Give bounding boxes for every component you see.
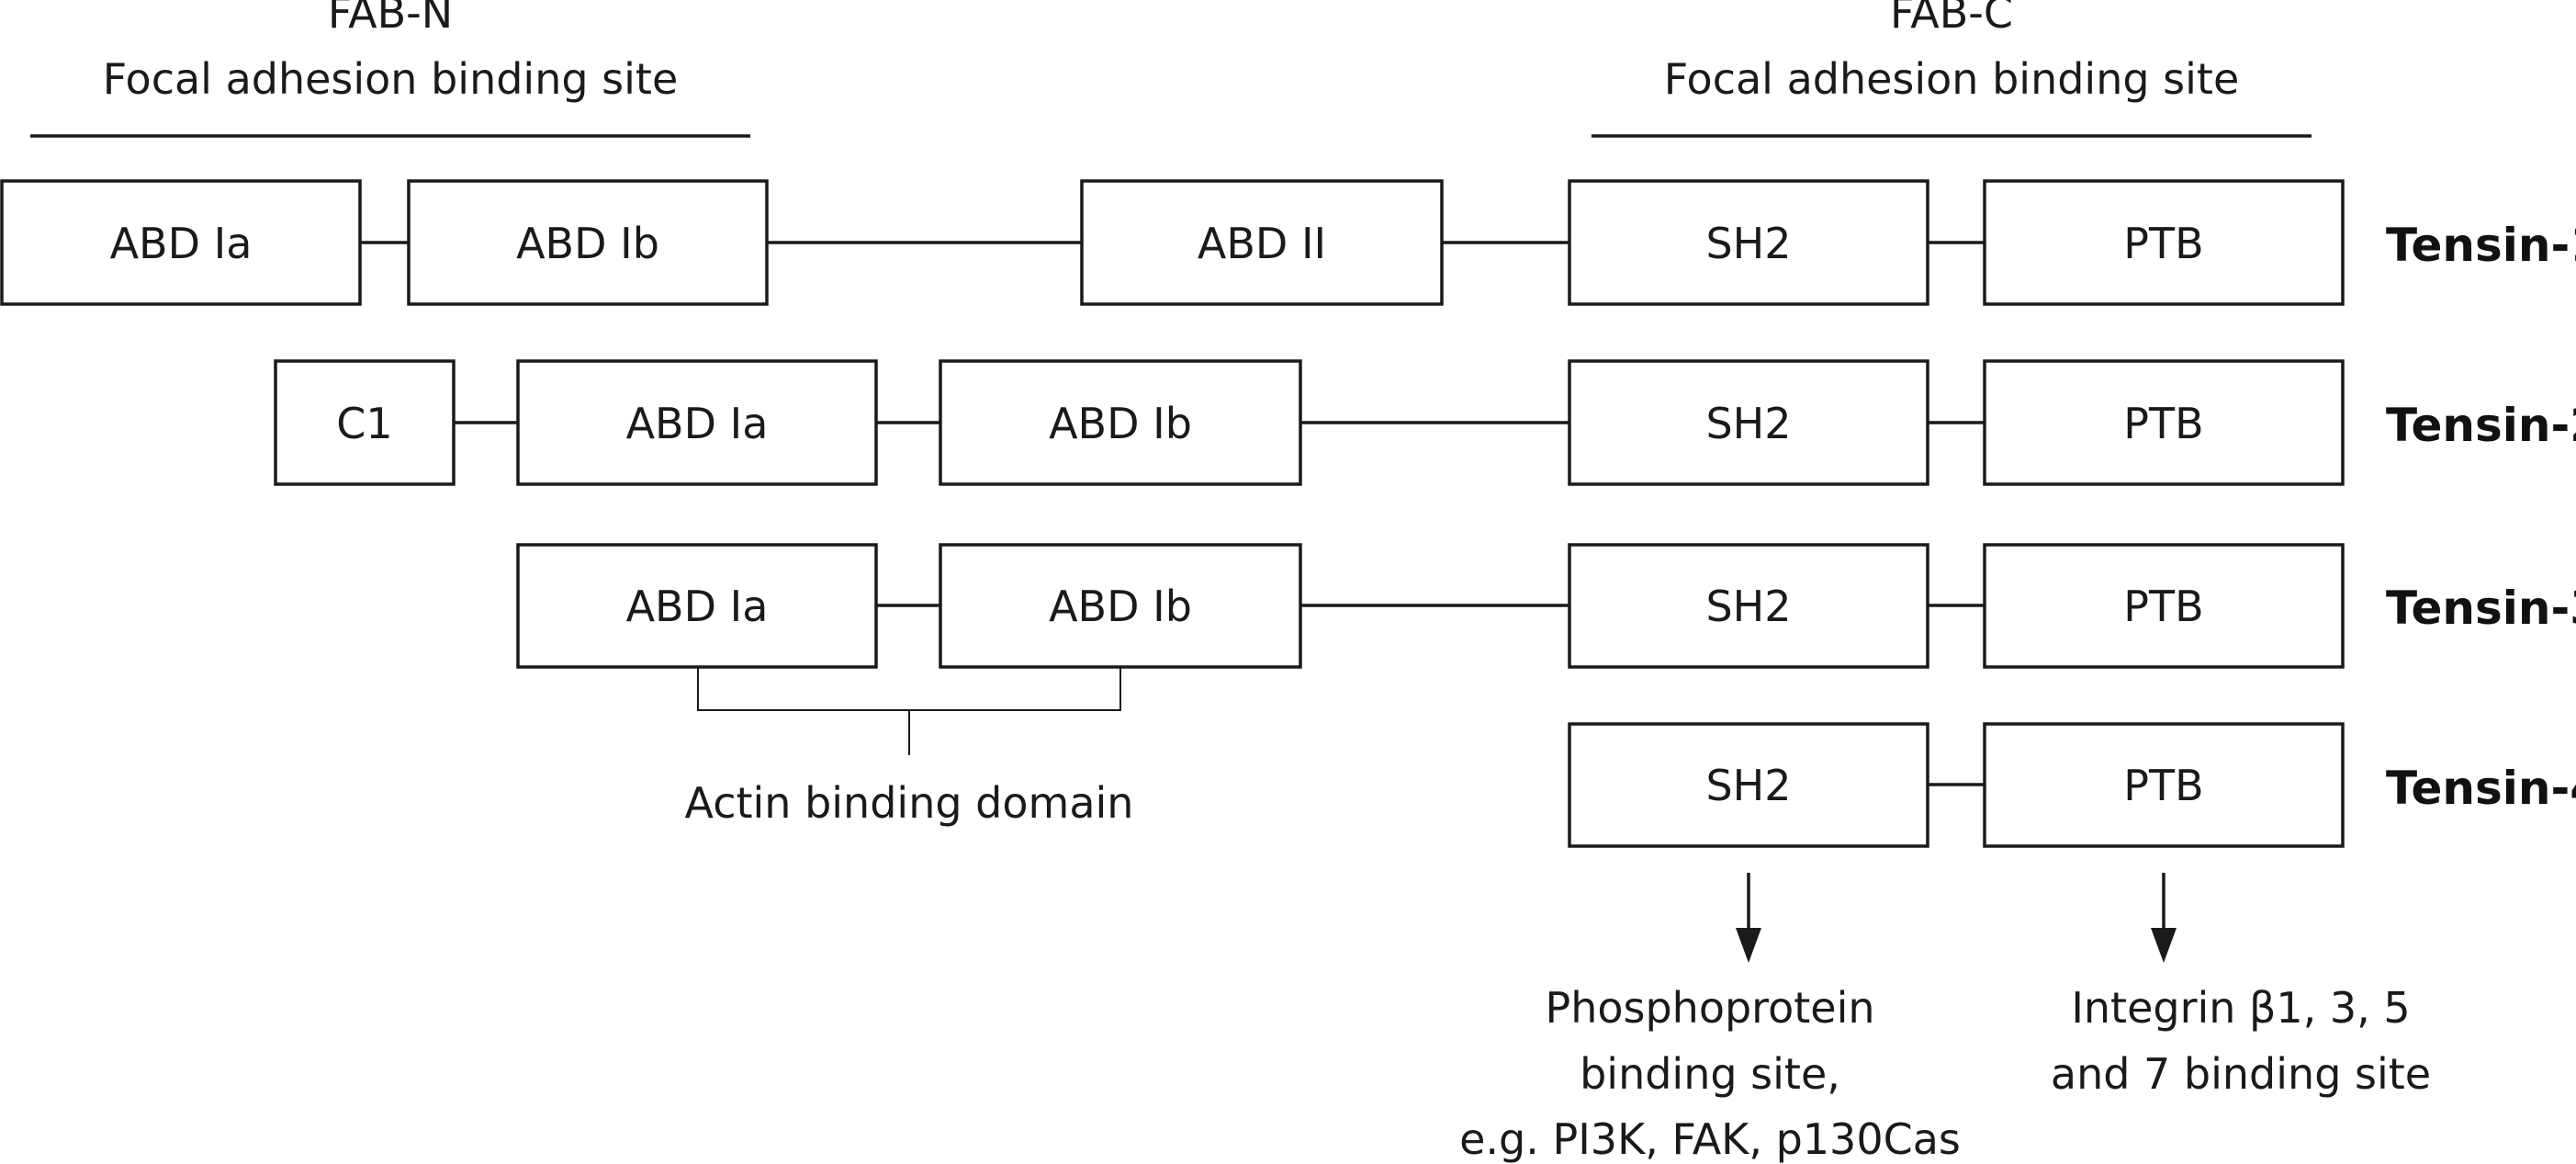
domain-label: ABD Ib [516, 219, 659, 268]
ptb-box [1983, 359, 2345, 486]
row-label-tensin-1: Tensin-1 [2386, 219, 2576, 272]
domain-label: SH2 [1705, 399, 1791, 448]
ptb-annotation-line2: and 7 binding site [2051, 1049, 2431, 1099]
domain-label: SH2 [1705, 761, 1791, 810]
sh2-box [1568, 359, 1929, 486]
actin-binding-label: Actin binding domain [685, 778, 1134, 828]
fab-c-header: FAB-C Focal adhesion binding site [1592, 0, 2312, 138]
domain-box [407, 179, 769, 306]
domain-box [516, 543, 878, 669]
actin-binding-bracket: Actin binding domain [685, 667, 1134, 828]
sh2-arrow [1736, 873, 1761, 963]
domain-label: C1 [336, 399, 392, 448]
row-label-tensin-4: Tensin-4 [2386, 762, 2576, 815]
domain-label: PTB [2123, 399, 2203, 448]
domain-label: PTB [2123, 761, 2203, 810]
ptb-arrow [2151, 873, 2177, 963]
row-label-tensin-2: Tensin-2 [2386, 399, 2576, 452]
domain-label: ABD Ia [626, 399, 769, 448]
tensin-4-row: SH2 PTB Tensin-4 [1568, 722, 2576, 848]
domain-box [939, 359, 1302, 486]
sh2-box [1568, 722, 1929, 848]
ptb-box [1983, 179, 2345, 306]
arrow-down-icon [1736, 928, 1761, 963]
domain-label: SH2 [1705, 582, 1791, 631]
domain-label: ABD Ia [110, 219, 253, 268]
ptb-annotation: Integrin β1, 3, 5 and 7 binding site [2051, 983, 2431, 1099]
fab-n-subtitle: Focal adhesion binding site [103, 54, 679, 104]
fab-n-title: FAB-N [328, 0, 453, 38]
fab-c-title: FAB-C [1890, 0, 2013, 38]
tensin-3-row: ABD Ia ABD Ib SH2 PTB Tensin-3 [516, 543, 2576, 669]
domain-label: PTB [2123, 582, 2203, 631]
bracket-line [697, 667, 1121, 711]
ptb-box [1983, 722, 2345, 848]
domain-label: ABD Ib [1049, 582, 1192, 631]
c1-box [274, 359, 456, 486]
domain-label: ABD II [1198, 219, 1326, 268]
sh2-annotation-line2: binding site, [1580, 1049, 1840, 1099]
sh2-annotation-line1: Phosphoprotein [1545, 983, 1874, 1033]
domain-label: ABD Ib [1049, 399, 1192, 448]
domain-label: ABD Ia [626, 582, 769, 631]
domain-label: SH2 [1705, 219, 1791, 268]
fab-c-subtitle: Focal adhesion binding site [1664, 54, 2240, 104]
sh2-annotation: Phosphoprotein binding site, e.g. PI3K, … [1459, 983, 1961, 1164]
domain-box [939, 543, 1302, 669]
ptb-annotation-line1: Integrin β1, 3, 5 [2071, 983, 2410, 1033]
ptb-box [1983, 543, 2345, 669]
row-label-tensin-3: Tensin-3 [2386, 582, 2576, 635]
sh2-annotation-line3: e.g. PI3K, FAK, p130Cas [1459, 1114, 1961, 1164]
domain-box [1080, 179, 1444, 306]
tensin-1-row: ABD Ia ABD Ib ABD II SH2 PTB Tensin-1 [0, 179, 2576, 306]
tensin-2-row: C1 ABD Ia ABD Ib SH2 PTB Tensin-2 [274, 359, 2576, 486]
sh2-box [1568, 543, 1929, 669]
arrow-down-icon [2151, 928, 2177, 963]
fab-n-header: FAB-N Focal adhesion binding site [30, 0, 750, 138]
domain-label: PTB [2123, 219, 2203, 268]
domain-box [0, 179, 362, 306]
